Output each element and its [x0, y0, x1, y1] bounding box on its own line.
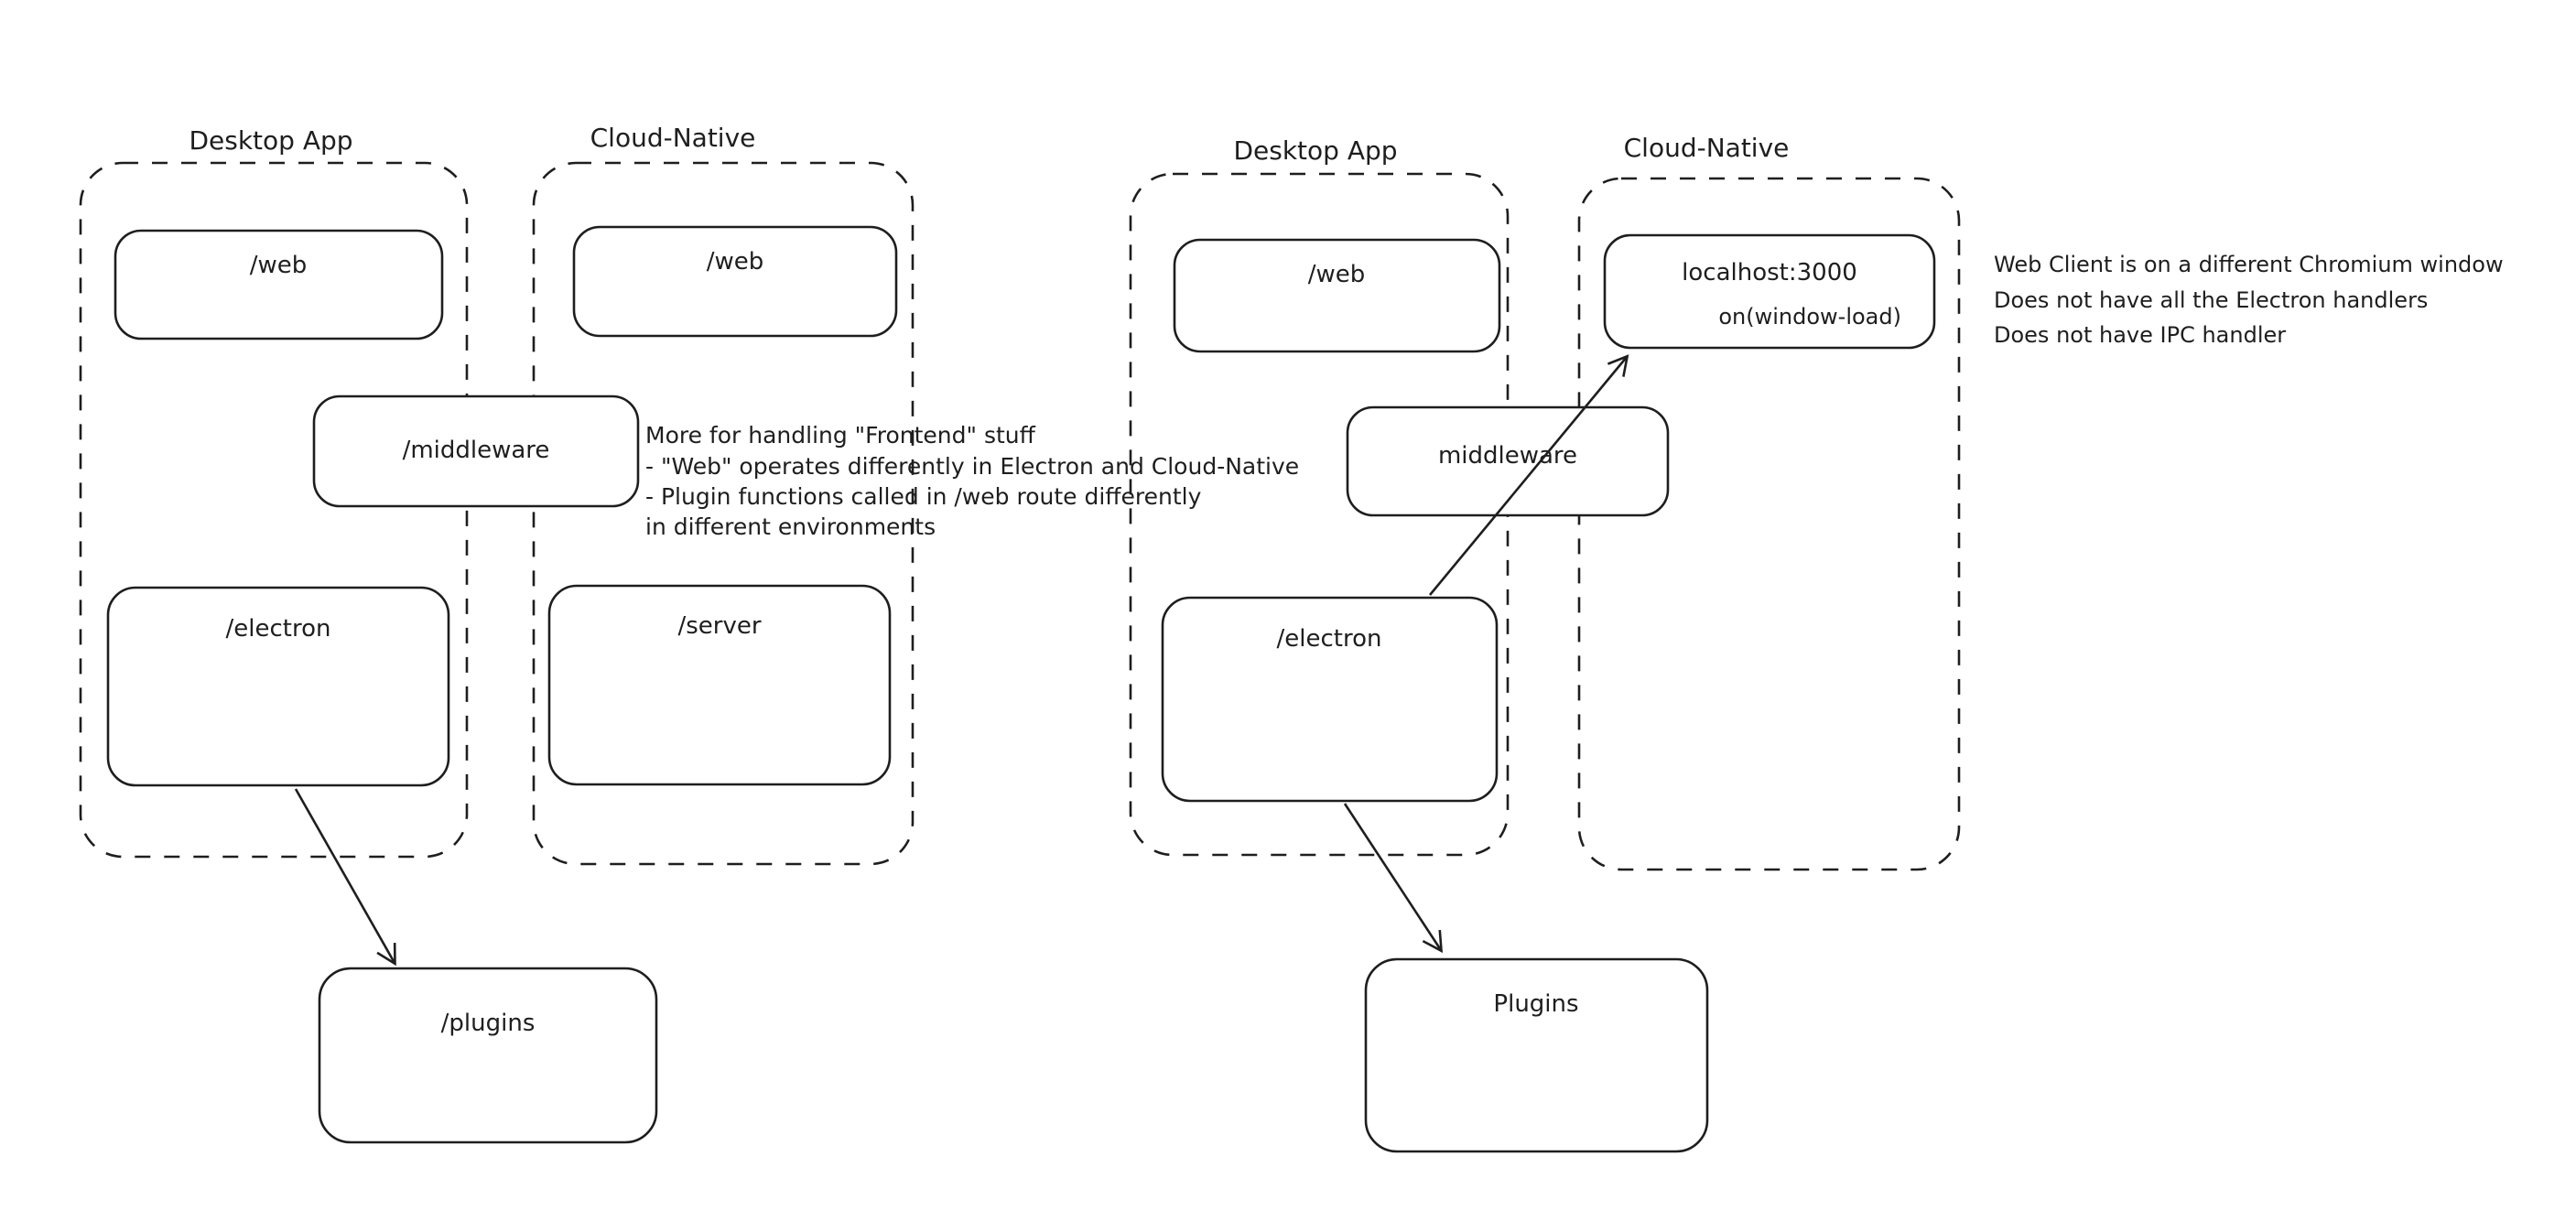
right-web-box — [1173, 238, 1501, 353]
frontend-note-line-3: - Plugin functions called in /web route … — [645, 483, 1202, 510]
right-plugins-box — [1364, 957, 1709, 1153]
right-electron-label: /electron — [1277, 625, 1382, 653]
frontend-note-line-1: More for handling "Frontend" stuff — [645, 422, 1036, 448]
web-client-note-line-2: Does not have all the Electron handlers — [1994, 287, 2428, 313]
frontend-note: More for handling "Frontend" stuff - "We… — [645, 422, 1299, 540]
right-cloud-native-container — [1577, 177, 1961, 871]
left-middleware-box — [312, 394, 640, 508]
right-localhost-label: localhost:3000 — [1682, 259, 1857, 286]
right-electron-to-plugins-arrow — [1343, 803, 1444, 954]
right-electron-box — [1161, 596, 1499, 803]
web-client-note: Web Client is on a different Chromium wi… — [1994, 252, 2504, 348]
right-desktop-app-label: Desktop App — [1233, 135, 1397, 166]
right-on-window-load-label: on(window-load) — [1718, 304, 1901, 330]
right-plugins-label: Plugins — [1493, 990, 1578, 1018]
frontend-note-line-2: - "Web" operates differently in Electron… — [645, 453, 1299, 480]
left-server-box — [547, 584, 892, 786]
left-desktop-app-container — [79, 161, 469, 859]
left-electron-to-plugins-arrow — [294, 788, 396, 967]
right-middleware-label: middleware — [1438, 442, 1577, 470]
left-cloud-native-label: Cloud-Native — [590, 123, 756, 153]
left-web-cloud-label: /web — [707, 248, 764, 276]
left-desktop-app-label: Desktop App — [189, 125, 352, 156]
left-plugins-box — [318, 967, 658, 1144]
frontend-note-line-4: in different environments — [645, 513, 936, 540]
left-electron-box — [106, 586, 450, 787]
left-web-cloud-box — [572, 225, 898, 338]
web-client-note-line-1: Web Client is on a different Chromium wi… — [1994, 252, 2504, 277]
right-cloud-native-label: Cloud-Native — [1624, 133, 1790, 163]
right-middleware-to-localhost-arrow — [1428, 354, 1629, 596]
left-middleware-label: /middleware — [403, 437, 550, 464]
right-web-label: /web — [1308, 261, 1366, 288]
right-middleware-box — [1346, 405, 1670, 517]
left-web-desktop-box — [114, 229, 444, 340]
web-client-note-line-3: Does not have IPC handler — [1994, 322, 2286, 348]
right-localhost-box — [1603, 233, 1936, 350]
left-electron-label: /electron — [226, 615, 331, 643]
left-web-desktop-label: /web — [250, 252, 308, 279]
left-server-label: /server — [677, 612, 761, 640]
left-cloud-native-container — [532, 161, 915, 866]
left-plugins-label: /plugins — [441, 1010, 536, 1037]
